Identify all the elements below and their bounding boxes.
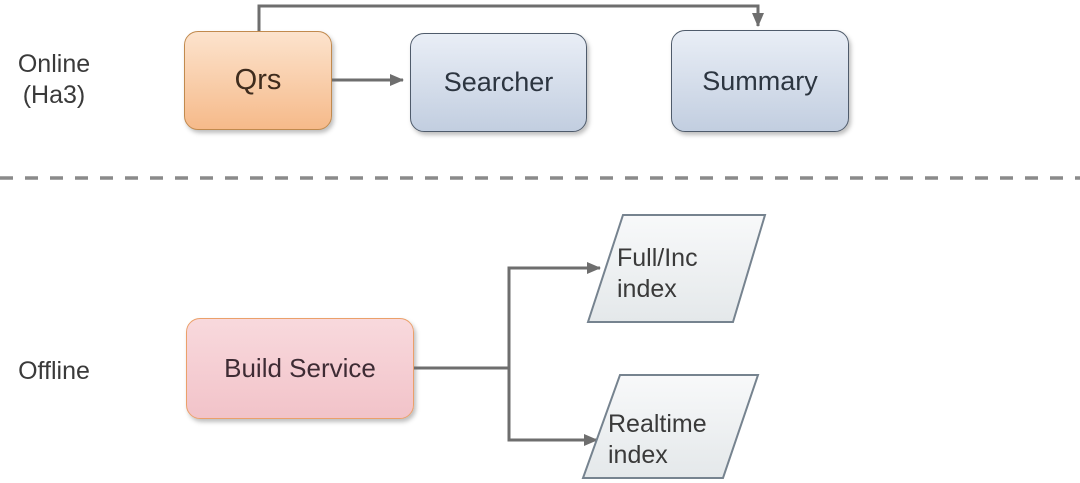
node-qrs-label: Qrs — [234, 64, 282, 96]
realtime-index-line1: Realtime — [608, 410, 707, 438]
edge-build-service-to-full-inc-index — [412, 262, 601, 370]
node-searcher-label: Searcher — [443, 67, 554, 97]
online-label-line1: Online — [17, 50, 91, 78]
node-build-service-label: Build Service — [224, 353, 376, 383]
edge-qrs-to-summary — [257, 4, 764, 31]
node-full-inc-index-label: Full/Inc index — [617, 243, 747, 305]
node-realtime-index-label: Realtime index — [608, 409, 748, 471]
offline-label: Offline — [18, 357, 90, 385]
node-qrs: Qrs — [184, 31, 332, 130]
parallelogram-realtime-index — [581, 374, 760, 479]
parallelogram-full-inc-index — [586, 214, 767, 323]
section-label-online: Online (Ha3) — [2, 49, 106, 111]
edge-build-service-to-realtime-index — [507, 368, 598, 446]
node-build-service: Build Service — [186, 318, 414, 419]
node-searcher: Searcher — [410, 33, 587, 132]
realtime-index-line2: index — [608, 441, 668, 469]
section-label-offline: Offline — [2, 356, 106, 387]
node-summary-label: Summary — [702, 65, 818, 96]
node-summary: Summary — [671, 30, 849, 132]
online-label-line2: (Ha3) — [22, 81, 86, 109]
full-inc-index-line2: index — [617, 275, 677, 303]
full-inc-index-line1: Full/Inc — [617, 244, 698, 272]
